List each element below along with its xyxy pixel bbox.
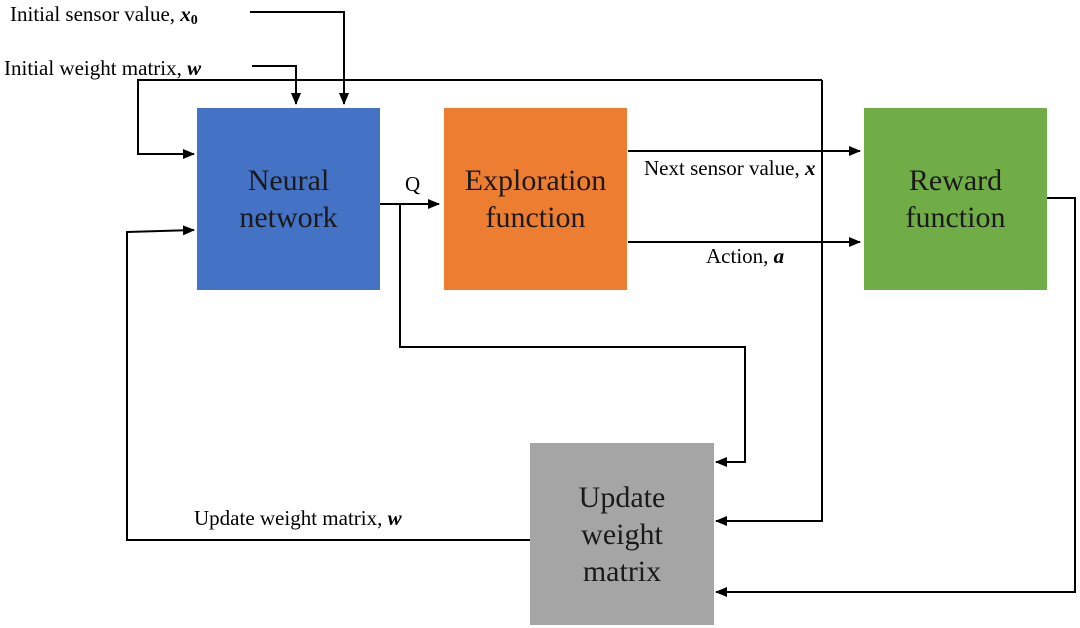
neural-network-box: Neural network	[197, 108, 380, 290]
initial-weight-label: Initial weight matrix, w	[4, 56, 202, 80]
update-line1: Update	[578, 480, 666, 514]
next-sensor-label: Next sensor value, x	[644, 156, 816, 180]
exploration-line2: function	[485, 201, 586, 234]
update-weight-matrix-box: Update weight matrix	[530, 443, 714, 625]
reward-function-box: Reward function	[864, 108, 1047, 290]
arrow-update-weight	[126, 225, 530, 541]
neural-network-line1: Neural	[247, 164, 330, 197]
arrow-q-to-update	[399, 204, 746, 467]
arrow-initial-weight	[252, 65, 301, 105]
action-label: Action, a	[706, 244, 785, 268]
initial-sensor-label: Initial sensor value, x0	[10, 2, 198, 28]
arrow-reward-to-update	[715, 197, 1076, 597]
q-label: Q	[405, 172, 421, 196]
arrow-loop-top	[137, 79, 822, 159]
reward-line1: Reward	[908, 164, 1003, 197]
update-line3: matrix	[582, 554, 662, 588]
neural-network-line2: network	[239, 201, 338, 234]
arrow-loop-to-update	[715, 80, 823, 526]
update-line2: weight	[581, 517, 663, 551]
arrow-initial-sensor	[250, 11, 349, 105]
exploration-function-box: Exploration function	[444, 108, 627, 290]
update-weight-label: Update weight matrix, w	[194, 506, 402, 530]
reward-line2: function	[905, 201, 1006, 234]
exploration-line1: Exploration	[464, 164, 607, 197]
